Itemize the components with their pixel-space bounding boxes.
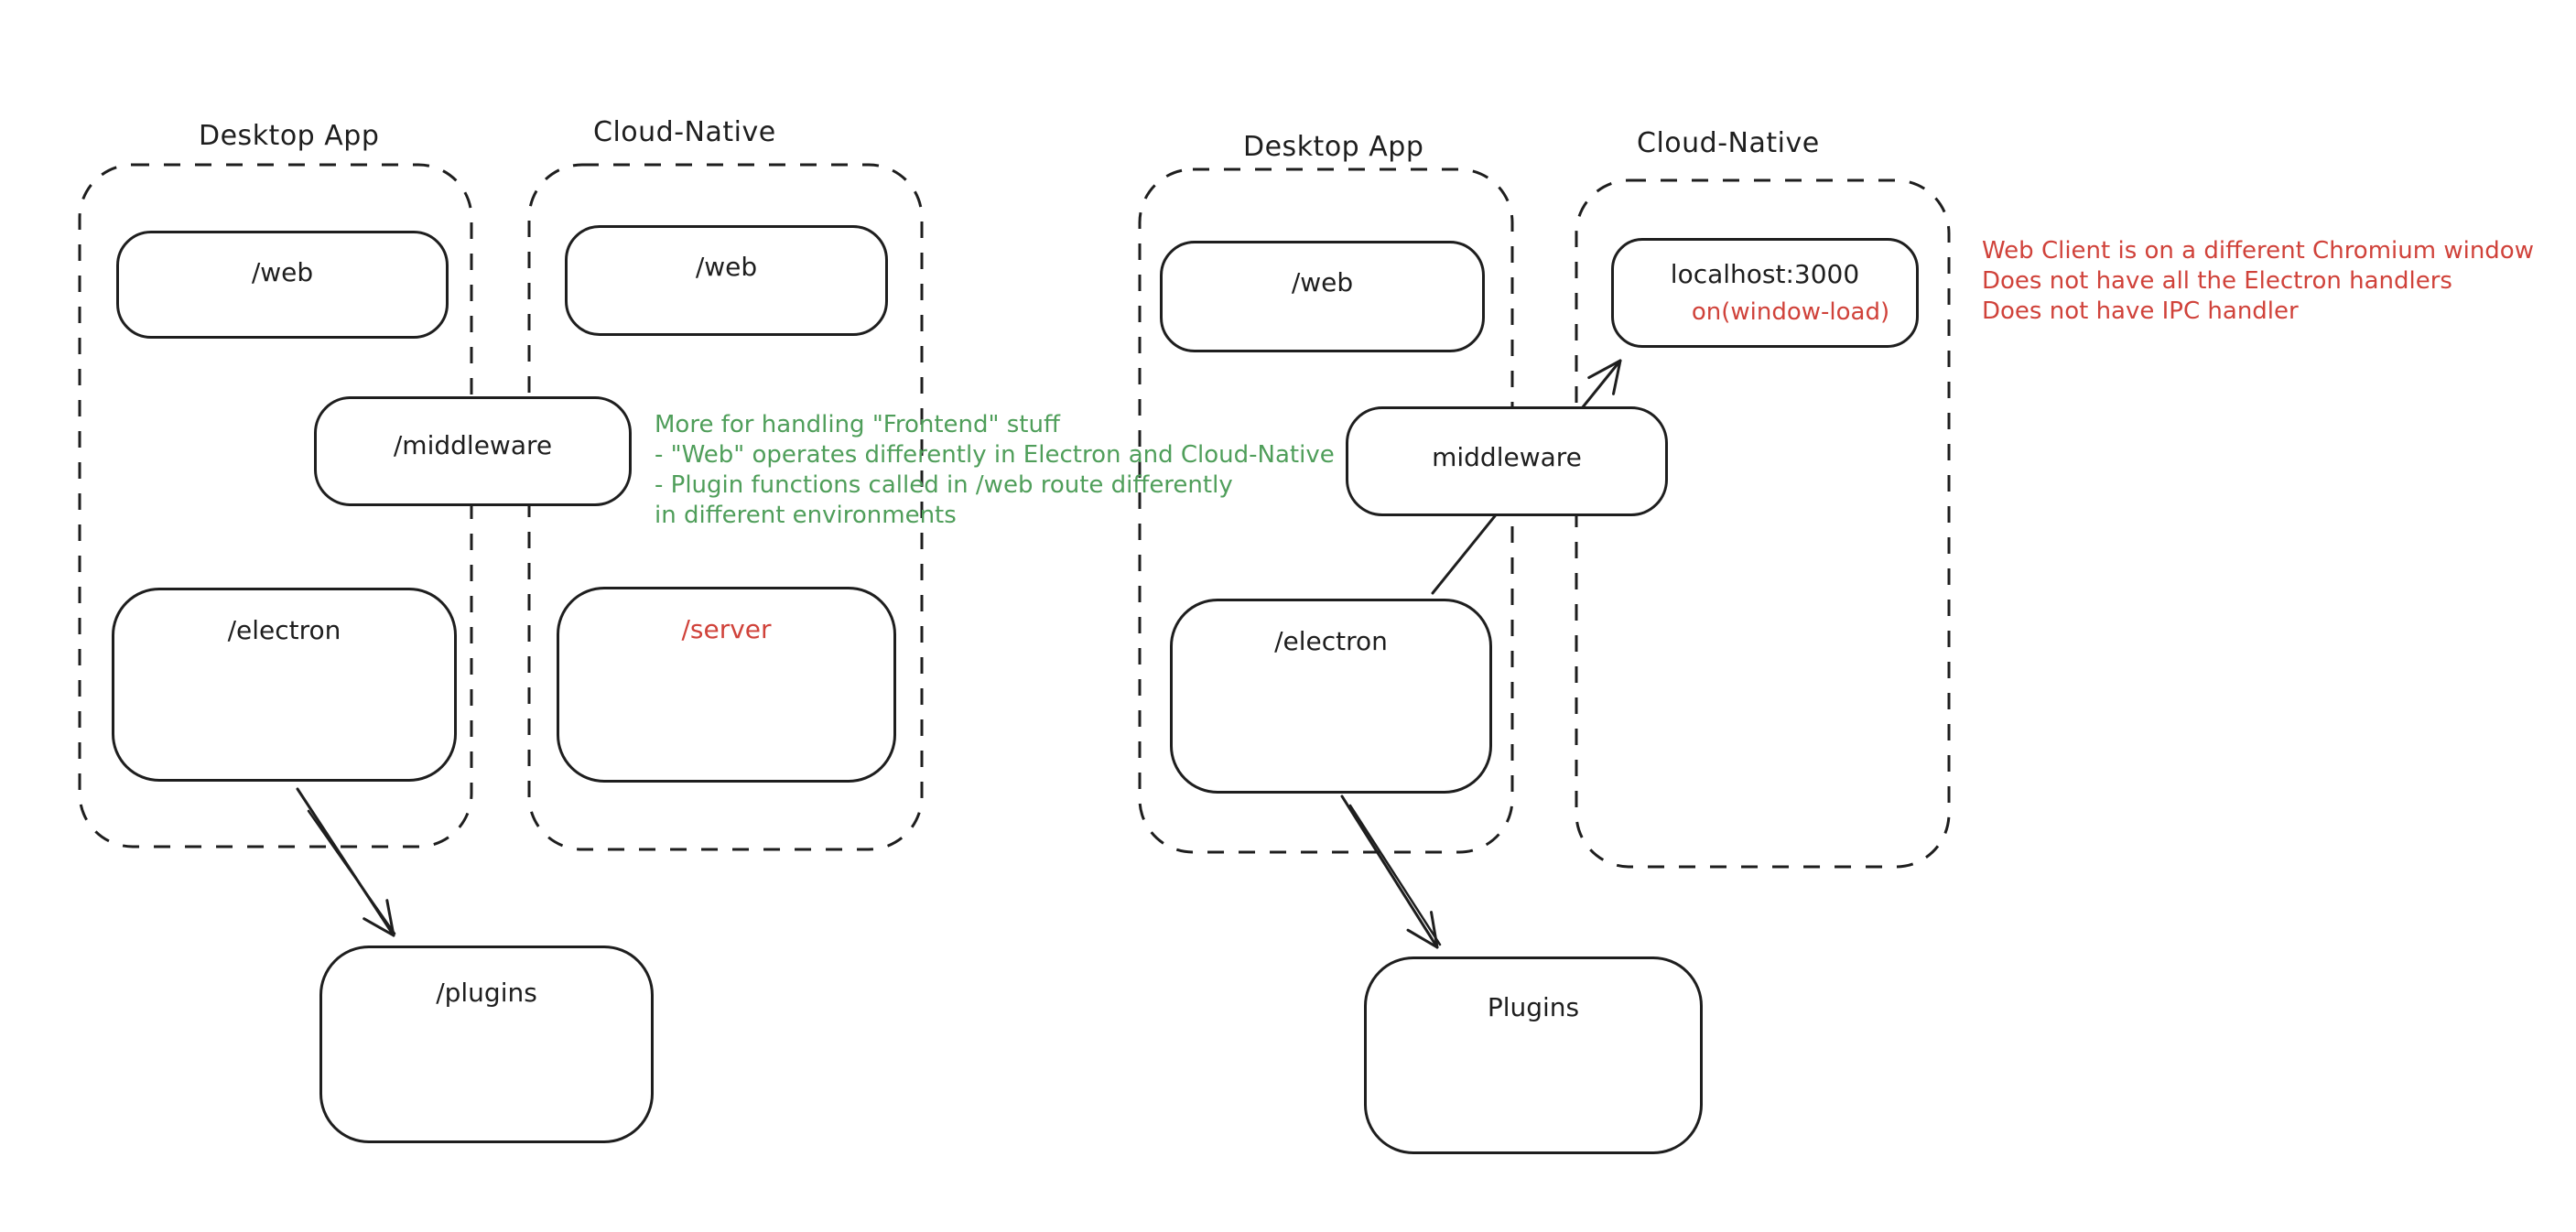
d2-cloud-native-title: Cloud-Native — [1637, 127, 1820, 159]
d1-green-note-line: - Plugin functions called in /web route … — [655, 471, 1233, 499]
d1-electron-box: /electron — [112, 588, 457, 782]
d2-red-note: Web Client is on a different Chromium wi… — [1982, 236, 2534, 327]
d1-arrow-electron-to-plugins — [296, 787, 396, 937]
d2-plugins-box: Plugins — [1364, 956, 1703, 1154]
d1-electron-label: /electron — [227, 615, 341, 645]
d1-green-note-line: in different environments — [655, 502, 957, 529]
d2-electron-label: /electron — [1274, 626, 1388, 656]
d2-web-box: /web — [1160, 241, 1485, 352]
d1-server-box: /server — [557, 587, 896, 783]
d2-localhost-label: localhost:3000 — [1670, 259, 1860, 289]
d2-red-note-line: Web Client is on a different Chromium wi… — [1982, 237, 2534, 265]
d2-cloud-native-container — [1575, 178, 1951, 869]
d1-middleware-box: /middleware — [314, 396, 632, 506]
d1-web-desktop-label: /web — [251, 257, 314, 287]
d1-plugins-label: /plugins — [436, 978, 537, 1008]
d1-green-note-line: - "Web" operates differently in Electron… — [655, 441, 1335, 469]
d2-arrow-electron-to-plugins — [1340, 794, 1442, 949]
d2-red-note-line: Does not have all the Electron handlers — [1982, 267, 2452, 295]
d1-plugins-box: /plugins — [319, 946, 654, 1143]
d2-localhost-box: localhost:3000 on(window-load) — [1611, 238, 1919, 348]
d2-window-load-label: on(window-load) — [1691, 298, 1890, 326]
d2-red-note-line: Does not have IPC handler — [1982, 297, 2299, 325]
d1-web-cloud-box: /web — [565, 225, 888, 336]
d1-green-note-line: More for handling "Frontend" stuff — [655, 411, 1060, 438]
d1-web-desktop-box: /web — [116, 231, 449, 339]
d2-middleware-label: middleware — [1432, 442, 1582, 472]
d1-desktop-app-title: Desktop App — [199, 120, 380, 152]
d2-web-label: /web — [1291, 267, 1354, 297]
d1-green-note: More for handling "Frontend" stuff - "We… — [655, 410, 1335, 531]
d1-web-cloud-label: /web — [695, 252, 758, 282]
d2-middleware-box: middleware — [1346, 406, 1668, 516]
d1-cloud-native-title: Cloud-Native — [593, 116, 776, 148]
d1-cloud-native-container — [527, 163, 924, 851]
d1-server-label: /server — [681, 614, 772, 644]
d1-middleware-label: /middleware — [393, 430, 553, 460]
d2-electron-box: /electron — [1170, 599, 1492, 794]
d2-desktop-app-title: Desktop App — [1243, 131, 1424, 163]
d2-plugins-label: Plugins — [1487, 992, 1580, 1022]
